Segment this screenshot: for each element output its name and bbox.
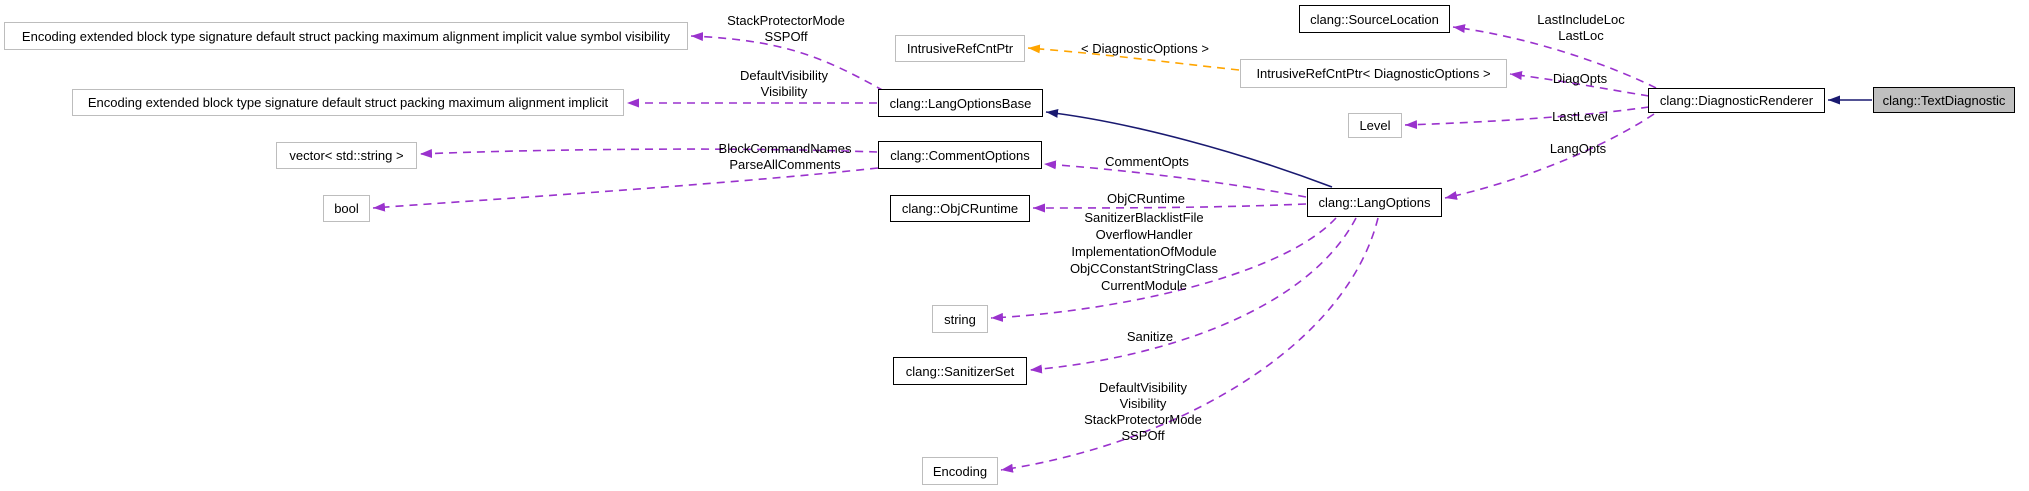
edge-label-stackprotectormode-sspoff: StackProtectorMode SSPOff [727, 13, 845, 44]
node-clang-objcruntime[interactable]: clang::ObjCRuntime [890, 195, 1030, 222]
edge-template-instantiation [1027, 44, 1240, 71]
edge-langoptions-to-encoding [1000, 217, 1379, 473]
edge-diagnosticrenderer-to-intrusiverefcntptr-diagopts [1509, 71, 1650, 97]
edge-commentoptions-to-vector [419, 148, 878, 158]
edge-langoptionsbase-to-bitfields-full [690, 32, 885, 92]
node-bool: bool [323, 195, 370, 222]
node-level: Level [1348, 113, 1402, 138]
node-bitfields-full: Encoding extended block type signature d… [4, 22, 688, 50]
node-clang-sanitizerset[interactable]: clang::SanitizerSet [893, 357, 1027, 385]
edge-label-blockcommandnames-parseallcomments: BlockCommandNames ParseAllComments [718, 141, 852, 172]
node-bitfields-partial: Encoding extended block type signature d… [72, 89, 624, 116]
edge-langoptions-to-sanitizerset [1029, 217, 1357, 374]
node-clang-textdiagnostic: clang::TextDiagnostic [1873, 87, 2015, 113]
edge-label-commentopts: CommentOpts [1105, 154, 1189, 169]
edge-label-defaultvisibility-visibility: DefaultVisibility Visibility [740, 68, 828, 99]
node-clang-sourcelocation[interactable]: clang::SourceLocation [1299, 5, 1450, 33]
node-encoding: Encoding [922, 457, 998, 485]
node-clang-diagnosticrenderer[interactable]: clang::DiagnosticRenderer [1648, 88, 1825, 113]
edge-label-diagopts: DiagOpts [1552, 71, 1608, 86]
edge-langoptions-to-string [990, 217, 1337, 322]
node-intrusiverefcntptr-diagnosticoptions: IntrusiveRefCntPtr< DiagnosticOptions > [1240, 59, 1507, 88]
edge-diagnosticrenderer-to-sourcelocation [1452, 24, 1657, 89]
edge-label-langopts: LangOpts [1549, 141, 1607, 156]
edge-label-langoptions-string-members: SanitizerBlacklistFile OverflowHandler I… [1069, 210, 1219, 293]
edge-commentoptions-to-bool [372, 167, 879, 212]
edge-diagnosticrenderer-to-langoptions [1444, 113, 1655, 200]
edge-label-visibility-stackprotector-block: DefaultVisibility Visibility StackProtec… [1084, 380, 1202, 443]
edge-label-sanitize: Sanitize [1126, 329, 1174, 344]
edge-label-objcruntime: ObjCRuntime [1106, 191, 1186, 206]
node-clang-commentoptions[interactable]: clang::CommentOptions [878, 141, 1042, 169]
edge-label-lastlevel: LastLevel [1552, 109, 1608, 124]
node-intrusiverefcntptr: IntrusiveRefCntPtr [895, 35, 1025, 62]
edge-label-lastincludeloc-lastloc: LastIncludeLoc LastLoc [1537, 12, 1625, 43]
edge-langoptions-to-objcruntime [1032, 203, 1307, 213]
edge-label-template-diagnosticoptions: < DiagnosticOptions > [1081, 41, 1209, 56]
node-string: string [932, 305, 988, 333]
edge-langoptions-to-commentoptions [1043, 160, 1307, 198]
edge-diagnosticrenderer-to-level [1404, 106, 1650, 130]
node-vector-std-string: vector< std::string > [276, 142, 417, 169]
edge-langoptions-inherits-langoptionsbase [1045, 108, 1333, 188]
node-clang-langoptionsbase[interactable]: clang::LangOptionsBase [878, 89, 1043, 117]
node-clang-langoptions[interactable]: clang::LangOptions [1307, 188, 1442, 217]
